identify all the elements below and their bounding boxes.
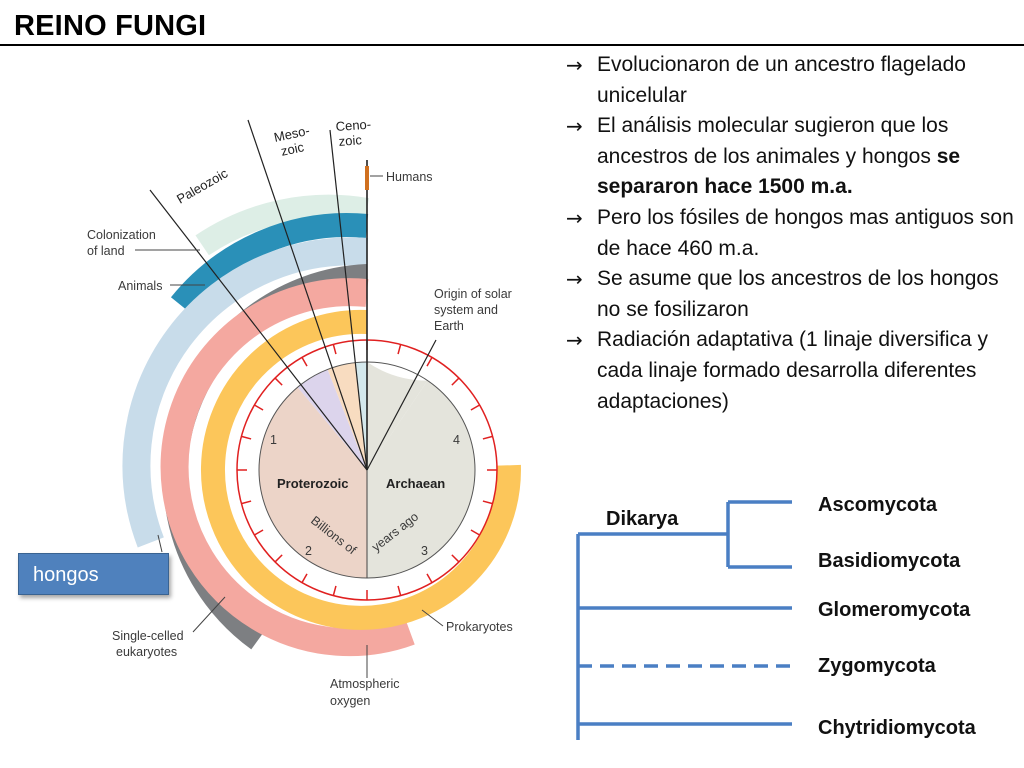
dial-tick bbox=[470, 529, 480, 536]
archaean-wedge bbox=[367, 380, 476, 578]
dial-tick bbox=[301, 573, 308, 583]
hour-3: 3 bbox=[421, 544, 428, 558]
cenozoic-label-1: Ceno- bbox=[335, 117, 371, 134]
paleozoic-line bbox=[149, 189, 368, 471]
dial-tick bbox=[451, 554, 460, 563]
atmospheric-label: Atmospheric oxygen bbox=[330, 677, 403, 708]
dial-tick bbox=[332, 344, 337, 355]
right-arrow-icon: → bbox=[566, 328, 583, 353]
dial-tick bbox=[274, 554, 283, 563]
hour-4: 4 bbox=[453, 433, 460, 447]
dial-tick bbox=[332, 585, 337, 596]
mesozoic-wedge bbox=[327, 362, 367, 470]
dial-tick bbox=[482, 500, 493, 505]
cenozoic-line bbox=[329, 129, 368, 471]
dial-tick bbox=[426, 573, 433, 583]
atmospheric-label-2: oxygen bbox=[330, 694, 370, 708]
phylogenetic-tree: Dikarya Ascomycota Basidiomycota Glomero… bbox=[576, 494, 977, 740]
dial-tick bbox=[397, 585, 402, 596]
taxon-glomeromycota: Glomeromycota bbox=[818, 599, 971, 621]
proterozoic-wedge-main bbox=[259, 387, 367, 578]
bullet-text: Radiación adaptativa (1 linaje diversifi… bbox=[597, 328, 989, 413]
colonization-label: Colonization of land bbox=[87, 228, 159, 258]
hour-2: 2 bbox=[305, 544, 312, 558]
bullet-item: → Se asume que los ancestros de los hongo… bbox=[566, 264, 1016, 325]
land-arc bbox=[195, 194, 370, 256]
bullet-list: → Evolucionaron de un ancestro flagelado … bbox=[566, 50, 1016, 417]
bullet-item: → Pero los fósiles de hongos mas antiguos… bbox=[566, 203, 1016, 264]
bullet-text: Pero los fósiles de hongos mas antiguos … bbox=[597, 205, 1014, 260]
hongos-callout: hongos bbox=[18, 553, 169, 595]
atmospheric-label-1: Atmospheric bbox=[330, 677, 399, 691]
mesozoic-label-2: zoic bbox=[280, 139, 306, 159]
colonization-label-2: of land bbox=[87, 244, 125, 258]
taxon-basidiomycota: Basidiomycota bbox=[818, 550, 961, 572]
dial-tick bbox=[426, 357, 433, 367]
dial-tick bbox=[274, 377, 283, 386]
dikarya-label: Dikarya bbox=[606, 508, 679, 530]
taxon-ascomycota: Ascomycota bbox=[818, 494, 938, 516]
cenozoic-label: Ceno- zoic bbox=[335, 116, 376, 149]
animals-label: Animals bbox=[118, 279, 162, 293]
prokaryotes-arc bbox=[201, 309, 521, 630]
prokaryotes-leader bbox=[421, 609, 444, 627]
bullet-item: → Radiación adaptativa (1 linaje diversif… bbox=[566, 325, 1016, 417]
dial-tick bbox=[301, 357, 308, 367]
origin-label: Origin of solar system and Earth bbox=[434, 287, 515, 333]
geologic-clock-diagram: Paleozoic Meso- zoic Ceno- zoic Proteroz… bbox=[87, 116, 521, 708]
eukaryotes-light-arc bbox=[122, 237, 369, 548]
eukaryote-tick bbox=[157, 534, 163, 553]
humans-label: Humans bbox=[386, 170, 433, 184]
mesozoic-line bbox=[247, 119, 368, 471]
mesozoic-label: Meso- zoic bbox=[273, 122, 318, 160]
taxon-chytridiomycota: Chytridiomycota bbox=[818, 717, 977, 739]
origin-label-3: Earth bbox=[434, 319, 464, 333]
bullet-text: Evolucionaron de un ancestro flagelado u… bbox=[597, 53, 966, 107]
taxon-zygomycota: Zygomycota bbox=[818, 655, 937, 677]
right-arrow-icon: → bbox=[566, 267, 583, 292]
dial-tick bbox=[241, 435, 252, 440]
paleozoic-label: Paleozoic bbox=[174, 165, 231, 206]
oxygen-arc bbox=[160, 278, 415, 657]
dial-tick bbox=[470, 404, 480, 411]
right-arrow-icon: → bbox=[566, 114, 583, 139]
bullet-item: → El análisis molecular sugieron que los … bbox=[566, 111, 1016, 203]
colonization-label-1: Colonization bbox=[87, 228, 156, 242]
slide-title: REINO FUNGI bbox=[14, 10, 207, 42]
bullet-bold-text: se separaron hace 1500 m.a. bbox=[597, 144, 961, 199]
dial-tick bbox=[397, 344, 402, 355]
bullet-item: → Evolucionaron de un ancestro flagelado … bbox=[566, 50, 1016, 111]
bullet-text: Se asume que los ancestros de los hongos… bbox=[597, 267, 999, 321]
tree-lines bbox=[576, 500, 792, 740]
origin-label-1: Origin of solar bbox=[434, 287, 512, 301]
single-celled-label: Single-celled eukaryotes bbox=[112, 629, 187, 659]
dial-tick bbox=[451, 377, 460, 386]
archaean-label: Archaean bbox=[386, 476, 445, 491]
right-arrow-icon: → bbox=[566, 205, 583, 230]
mesozoic-label-1: Meso- bbox=[273, 123, 311, 145]
dial-tick bbox=[241, 500, 252, 505]
hour-1: 1 bbox=[270, 433, 277, 447]
prokaryotes-label: Prokaryotes bbox=[446, 620, 513, 634]
proterozoic-label: Proterozoic bbox=[277, 476, 349, 491]
bullet-text: El análisis molecular sugieron que los a… bbox=[597, 114, 949, 168]
single-celled-leader bbox=[192, 596, 226, 633]
single-celled-label-1: Single-celled bbox=[112, 629, 184, 643]
single-celled-label-2: eukaryotes bbox=[116, 645, 177, 659]
proterozoic-wedge bbox=[367, 362, 428, 470]
origin-label-2: system and bbox=[434, 303, 498, 317]
dial-tick bbox=[254, 404, 264, 411]
cenozoic-label-2: zoic bbox=[338, 132, 363, 149]
title-divider bbox=[0, 44, 1024, 46]
dial-tick bbox=[254, 529, 264, 536]
paleozoic-wedge bbox=[297, 369, 367, 470]
right-arrow-icon: → bbox=[566, 53, 583, 77]
origin-line bbox=[366, 339, 437, 471]
dial-tick bbox=[482, 435, 493, 440]
